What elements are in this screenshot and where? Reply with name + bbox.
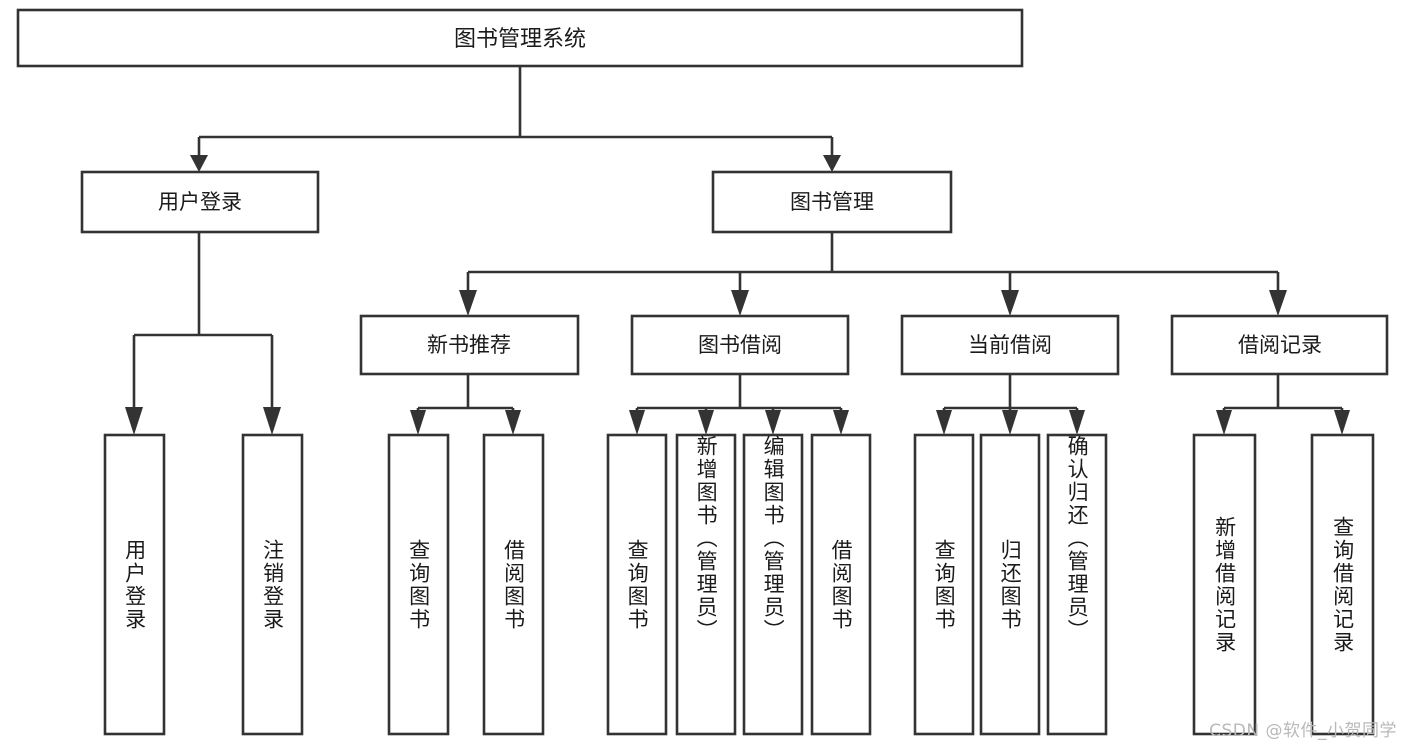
node-layer: 图书管理系统 用户登录 图书管理 新书推荐 图书借阅 当前借阅 借阅记录 [16,8,1389,736]
node-root-box[interactable] [16,8,1024,68]
leaf-box-book-borrow-1[interactable] [606,433,668,736]
connector-layer [125,66,1350,435]
node-user-login-box[interactable] [80,170,320,234]
arrow-head-book-borrow-leaf3 [765,410,781,435]
arrow-head-current-borrow-leaf2 [1002,410,1018,435]
leaf-box-user-login-2[interactable] [241,433,304,736]
arrow-head-new-book-leaf2 [505,410,521,435]
node-current-borrow-box[interactable] [900,314,1120,376]
arrow-head-new-book-leaf1 [410,410,426,435]
arrow-head-borrow-records [1269,290,1287,316]
leaf-box-borrow-records-1[interactable] [1192,433,1257,736]
node-book-borrow-box[interactable] [630,314,850,376]
arrow-head-new-book [459,290,477,316]
leaf-box-current-borrow-2[interactable] [979,433,1041,736]
node-book-mgmt-box[interactable] [711,170,953,234]
arrow-head-current-borrow [1001,290,1019,316]
arrow-head-borrow-records-leaf2 [1334,410,1350,435]
leaf-box-new-book-2[interactable] [482,433,545,736]
leaf-box-book-borrow-4[interactable] [810,433,872,736]
arrow-head-user-login-leaf2 [263,407,281,435]
arrow-head-current-borrow-leaf3 [1069,410,1085,435]
leaf-box-book-borrow-3[interactable] [742,433,804,736]
arrow-head-book-borrow [731,290,749,316]
leaf-box-borrow-records-2[interactable] [1310,433,1375,736]
leaf-box-book-borrow-2[interactable] [675,433,737,736]
node-new-book-label: 新书推荐 [427,333,511,357]
arrow-head-book-mgmt [823,155,841,172]
csdn-watermark: CSDN @软件_小贺同学 [1209,721,1397,741]
arrow-head-current-borrow-leaf1 [936,410,952,435]
node-root-label: 图书管理系统 [454,27,586,52]
node-current-borrow-label: 当前借阅 [968,333,1052,357]
arrow-head-borrow-records-leaf1 [1216,410,1232,435]
arrow-head-book-borrow-leaf4 [833,410,849,435]
node-book-borrow-label: 图书借阅 [698,333,782,357]
arrow-head-book-borrow-leaf1 [629,410,645,435]
arrow-head-user-login-leaf1 [125,407,143,435]
node-borrow-records-box[interactable] [1170,314,1389,376]
node-new-book-box[interactable] [359,314,580,376]
arrow-head-user-login [190,155,208,172]
leaf-box-current-borrow-1[interactable] [913,433,975,736]
leaf-box-new-book-1[interactable] [387,433,450,736]
node-user-login-label: 用户登录 [158,190,242,214]
node-book-mgmt-label: 图书管理 [790,190,874,214]
arrow-head-book-borrow-leaf2 [698,410,714,435]
leaf-box-current-borrow-3[interactable] [1046,433,1108,736]
leaf-box-user-login-1[interactable] [103,433,166,736]
node-borrow-records-label: 借阅记录 [1238,333,1322,357]
